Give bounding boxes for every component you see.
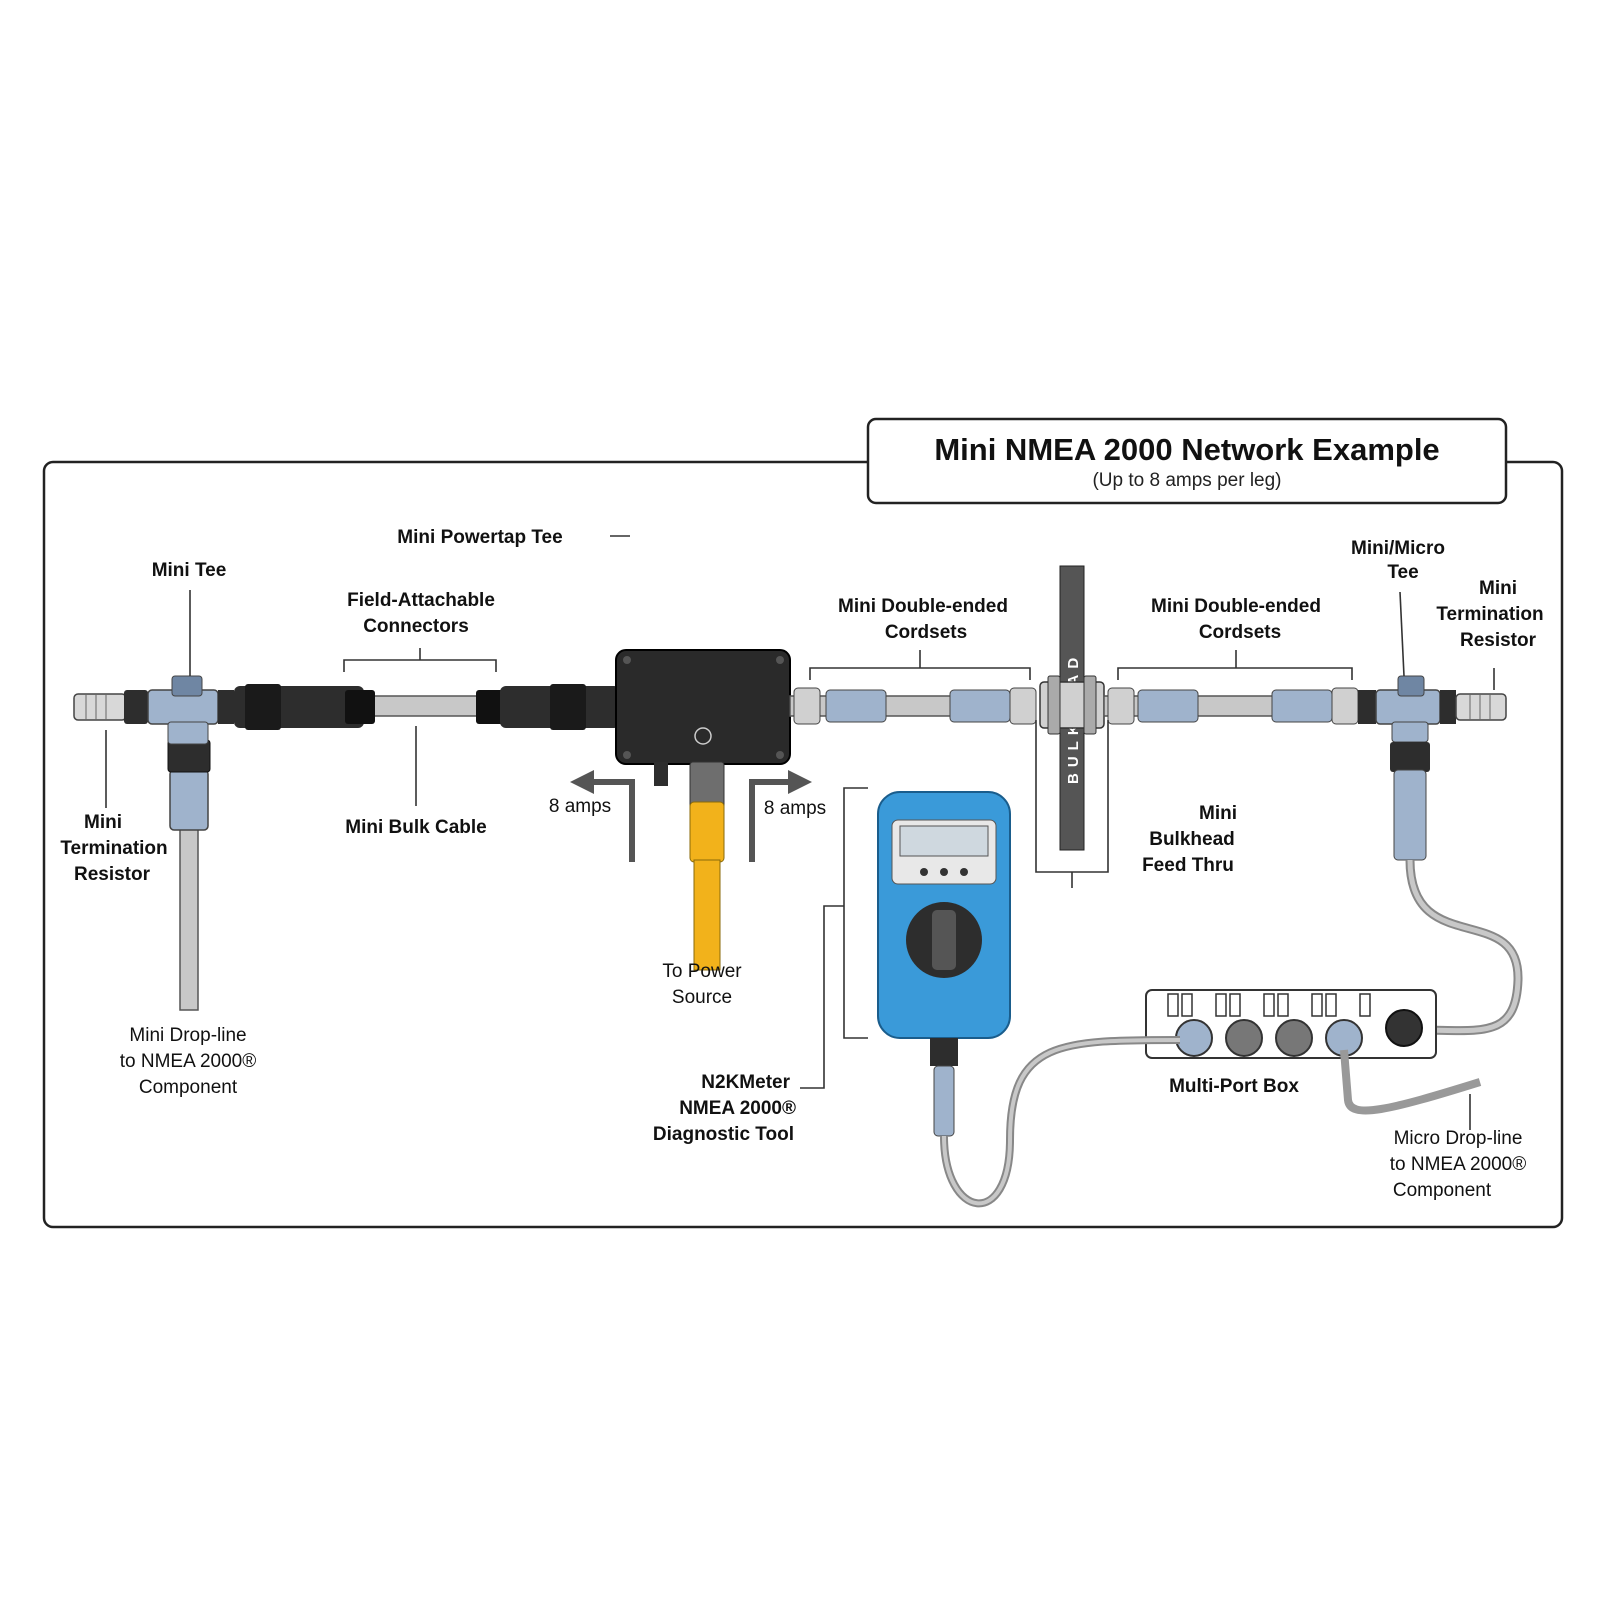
mini-bulk-cable — [369, 695, 481, 717]
label-power-2: Source — [672, 987, 732, 1008]
label-term-right-2: Termination — [1436, 604, 1543, 625]
mini-tee-left — [147, 675, 234, 745]
cordset-right-connectors — [1107, 687, 1376, 725]
amps-arrow-right — [749, 779, 792, 862]
micro-drop-cable — [1390, 742, 1523, 1036]
mini-drop-line-cable — [167, 739, 211, 1011]
title-box: Mini NMEA 2000 Network Example (Up to 8 … — [866, 417, 1508, 505]
mini-termination-resistor-right — [1455, 693, 1507, 721]
label-n2k-3: Diagnostic Tool — [653, 1124, 794, 1145]
label-drop-left-1: Mini Drop-line — [129, 1025, 246, 1046]
diagram-title: Mini NMEA 2000 Network Example — [934, 432, 1439, 467]
diagram-subtitle: (Up to 8 amps per leg) — [1092, 470, 1281, 491]
label-double-ended-left-1: Mini Double-ended — [838, 596, 1008, 617]
label-double-ended-right-2: Cordsets — [1199, 622, 1281, 643]
label-amps-right: 8 amps — [764, 798, 826, 819]
label-term-left-1: Mini — [84, 812, 122, 833]
field-attachable-connector-left — [234, 684, 375, 730]
label-bulkhead-1: Mini — [1199, 803, 1237, 824]
label-multiport: Multi-Port Box — [1169, 1076, 1299, 1097]
micro-drop-line-cable — [1340, 1049, 1482, 1115]
label-n2k-2: NMEA 2000® — [679, 1098, 796, 1119]
bulkhead: BULKHEAD — [1039, 565, 1105, 851]
label-double-ended-left-2: Cordsets — [885, 622, 967, 643]
label-micro-drop-3: Component — [1393, 1180, 1492, 1201]
mini-powertap-tee — [615, 649, 791, 811]
label-power-1: To Power — [662, 961, 742, 982]
label-bulkhead-2: Bulkhead — [1149, 829, 1235, 850]
label-mini-tee: Mini Tee — [152, 560, 227, 581]
label-term-left-3: Resistor — [74, 864, 151, 885]
diagram-frame — [42, 460, 1564, 1229]
label-n2k-1: N2KMeter — [701, 1072, 790, 1093]
label-mini-micro-tee-1: Mini/Micro — [1351, 538, 1445, 559]
label-double-ended-right-1: Mini Double-ended — [1151, 596, 1321, 617]
power-cable — [689, 801, 725, 971]
label-bulk-cable: Mini Bulk Cable — [345, 817, 486, 838]
label-mini-micro-tee-2: Tee — [1387, 562, 1418, 583]
label-term-right-1: Mini — [1479, 578, 1517, 599]
mini-termination-resistor-left — [73, 690, 148, 724]
cordset-left-connectors — [793, 687, 1037, 725]
amps-arrow-left — [590, 779, 635, 862]
label-micro-drop-2: to NMEA 2000® — [1390, 1154, 1527, 1175]
label-micro-drop-1: Micro Drop-line — [1394, 1128, 1523, 1149]
label-field-attachable-2: Connectors — [363, 616, 469, 637]
label-term-right-3: Resistor — [1460, 630, 1537, 651]
label-drop-left-3: Component — [139, 1077, 238, 1098]
n2kmeter-device — [877, 791, 1181, 1208]
label-amps-left: 8 amps — [549, 796, 611, 817]
amps-arrow-left-head — [570, 770, 594, 794]
amps-arrow-right-head — [788, 770, 812, 794]
multi-port-box — [1145, 989, 1437, 1059]
label-powertap-tee: Mini Powertap Tee — [397, 527, 562, 548]
label-bulkhead-3: Feed Thru — [1142, 855, 1234, 876]
label-field-attachable-1: Field-Attachable — [347, 590, 495, 611]
field-attachable-connector-right — [476, 684, 620, 730]
leader-lines — [105, 535, 1495, 1130]
multiport-leds — [1167, 993, 1371, 1017]
label-term-left-2: Termination — [60, 838, 167, 859]
mini-micro-tee — [1375, 675, 1456, 743]
label-drop-left-2: to NMEA 2000® — [120, 1051, 257, 1072]
